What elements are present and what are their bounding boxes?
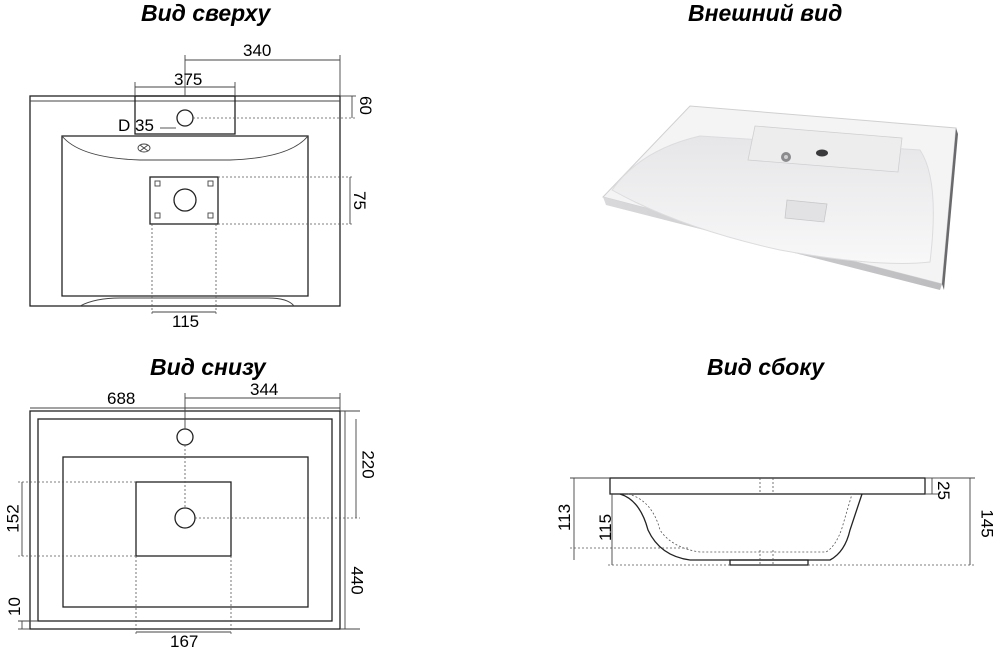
dim-688: 688 [107,389,136,408]
dim-25: 25 [933,481,953,500]
heading-exterior-view: Внешний вид [688,0,843,26]
dim-167: 167 [170,632,199,651]
heading-bottom-view: Вид снизу [150,354,266,380]
dim-d35: D 35 [118,116,154,135]
dim-145: 145 [977,509,997,538]
heading-side-view: Вид сбоку [707,354,825,380]
dim-344: 344 [250,380,279,399]
heading-top-view: Вид сверху [141,0,271,26]
dim-115-side: 115 [596,513,616,542]
dim-340: 340 [243,41,272,60]
dim-113: 113 [555,503,575,532]
dim-115-top: 115 [172,312,200,331]
dim-375: 375 [174,70,203,89]
